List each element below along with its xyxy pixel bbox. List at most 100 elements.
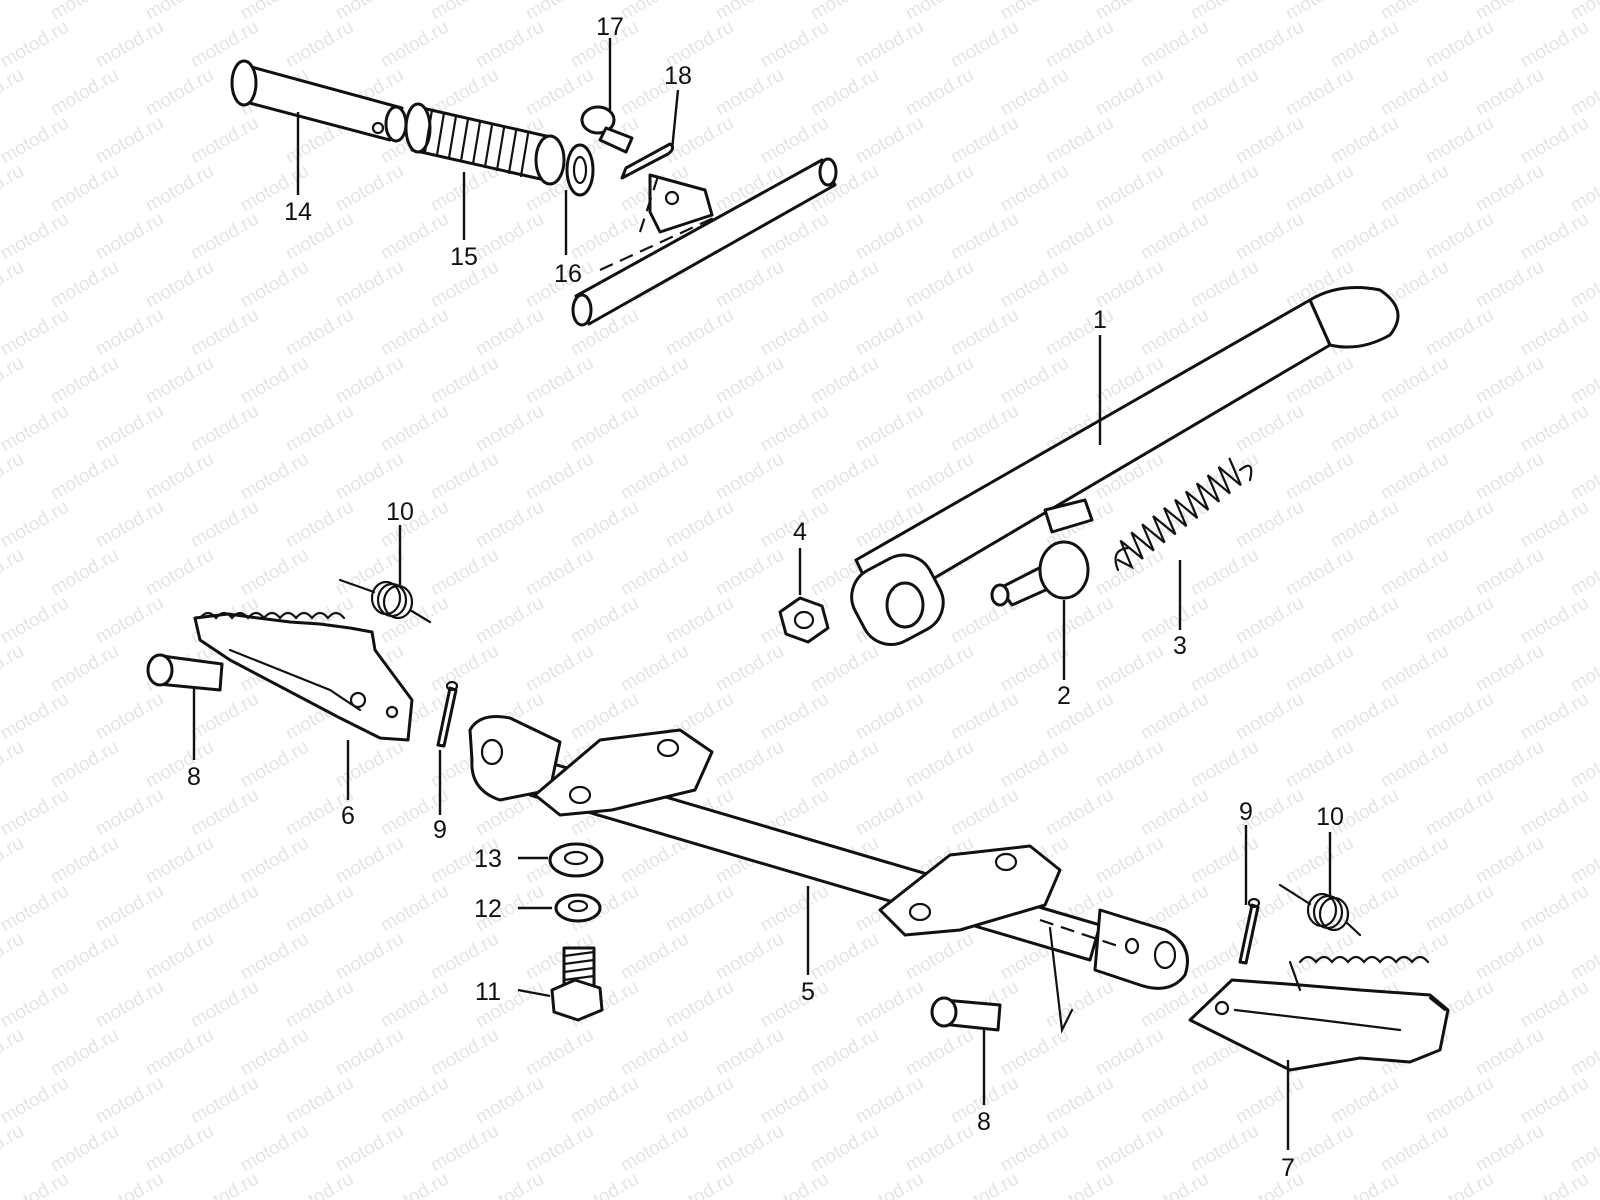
watermark-text: motod.ru	[757, 689, 832, 745]
watermark-text: motod.ru	[1567, 929, 1600, 985]
watermark-text: motod.ru	[237, 257, 312, 313]
watermark-text: motod.ru	[1567, 833, 1600, 889]
watermark-text: motod.ru	[1472, 353, 1547, 409]
watermark-text: motod.ru	[332, 929, 407, 985]
part-9-cotter-pin-left	[436, 680, 459, 748]
callout-8-left: 8	[187, 763, 201, 791]
watermark-text: motod.ru	[1422, 305, 1497, 361]
watermark-text: motod.ru	[1472, 65, 1547, 121]
callout-13: 13	[474, 845, 502, 873]
watermark-text: motod.ru	[0, 65, 27, 121]
watermark-text: motod.ru	[662, 401, 737, 457]
watermark-text: motod.ru	[617, 929, 692, 985]
watermark-text: motod.ru	[1282, 161, 1357, 217]
watermark-text: motod.ru	[0, 977, 72, 1033]
assembly-lines	[599, 169, 1119, 1034]
watermark-text: motod.ru	[902, 257, 977, 313]
watermark-text: motod.ru	[1042, 977, 1117, 1033]
part-2-pivot-bolt	[990, 540, 1090, 607]
watermark-text: motod.ru	[1567, 161, 1600, 217]
watermark-text: motod.ru	[142, 737, 217, 793]
watermark-text: motod.ru	[1472, 449, 1547, 505]
watermark-text: motod.ru	[852, 209, 927, 265]
watermark-text: motod.ru	[377, 305, 452, 361]
callout-labels: 1 2 3 4 5 6 7 8 8 9 9 10 10 11 12 13 14 …	[187, 13, 1344, 1182]
watermark-text: motod.ru	[187, 401, 262, 457]
watermark-text: motod.ru	[1282, 833, 1357, 889]
watermark-text: motod.ru	[712, 449, 787, 505]
watermark-text: motod.ru	[142, 449, 217, 505]
watermark-text: motod.ru	[1472, 257, 1547, 313]
callout-15: 15	[450, 243, 478, 271]
watermark-text: motod.ru	[807, 929, 882, 985]
part-14-pin	[230, 59, 408, 143]
watermark-text: motod.ru	[1042, 113, 1117, 169]
watermark-text: motod.ru	[0, 449, 27, 505]
watermark-text: motod.ru	[807, 257, 882, 313]
watermark-text: motod.ru	[902, 65, 977, 121]
part-12-lock-washer	[554, 893, 602, 923]
watermark-text: motod.ru	[567, 593, 642, 649]
watermark-text: motod.ru	[1232, 593, 1307, 649]
watermark-text: motod.ru	[1092, 641, 1167, 697]
watermark-text: motod.ru	[997, 1025, 1072, 1081]
watermark-text: motod.ru	[47, 257, 122, 313]
watermark-text: motod.ru	[47, 449, 122, 505]
watermark-text: motod.ru	[282, 1169, 357, 1200]
watermark-text: motod.ru	[142, 545, 217, 601]
watermark-text: motod.ru	[1187, 161, 1262, 217]
watermark-text: motod.ru	[852, 17, 927, 73]
watermark-text: motod.ru	[522, 1121, 597, 1177]
watermark-text: motod.ru	[282, 977, 357, 1033]
watermark-text: motod.ru	[1232, 209, 1307, 265]
watermark-text: motod.ru	[1517, 17, 1592, 73]
watermark-text: motod.ru	[377, 1169, 452, 1200]
watermark-text: motod.ru	[282, 401, 357, 457]
watermark-text: motod.ru	[757, 17, 832, 73]
watermark-text: motod.ru	[187, 305, 262, 361]
watermark-text: motod.ru	[0, 257, 27, 313]
watermark-text: motod.ru	[47, 353, 122, 409]
watermark-text: motod.ru	[1232, 113, 1307, 169]
part-10-torsion-spring-left	[338, 578, 432, 624]
callout-5: 5	[801, 978, 815, 1006]
watermark-text: motod.ru	[662, 305, 737, 361]
watermark-text: motod.ru	[187, 977, 262, 1033]
watermark-text: motod.ru	[712, 257, 787, 313]
watermark-text: motod.ru	[282, 17, 357, 73]
watermark-text: motod.ru	[567, 401, 642, 457]
watermark-text: motod.ru	[187, 881, 262, 937]
part-3-spring	[1114, 457, 1253, 572]
watermark-text: motod.ru	[47, 737, 122, 793]
watermark-text: motod.ru	[282, 305, 357, 361]
watermark-text: motod.ru	[1327, 593, 1402, 649]
watermark-text: motod.ru	[1282, 65, 1357, 121]
watermark-text: motod.ru	[1137, 785, 1212, 841]
watermark-text: motod.ru	[0, 545, 27, 601]
watermark-text: motod.ru	[997, 737, 1072, 793]
watermark-text: motod.ru	[1282, 545, 1357, 601]
watermark-text: motod.ru	[92, 977, 167, 1033]
part-9-cotter-pin-right	[1238, 897, 1261, 965]
watermark-text: motod.ru	[1422, 593, 1497, 649]
part-17-clevis-pin	[580, 105, 634, 154]
watermark-text: motod.ru	[1187, 257, 1262, 313]
watermark-text: motod.ru	[0, 1121, 27, 1177]
watermark-text: motod.ru	[427, 1025, 502, 1081]
watermark-text: motod.ru	[1517, 1169, 1592, 1200]
watermark-text: motod.ru	[1567, 737, 1600, 793]
watermark-text: motod.ru	[1517, 881, 1592, 937]
watermark-text: motod.ru	[0, 737, 27, 793]
watermark-text: motod.ru	[1567, 545, 1600, 601]
watermark-text: motod.ru	[427, 929, 502, 985]
watermark-text: motod.ru	[902, 353, 977, 409]
watermark-text: motod.ru	[427, 449, 502, 505]
watermark-text: motod.ru	[947, 401, 1022, 457]
watermark-text: motod.ru	[662, 1169, 737, 1200]
watermark-text: motod.ru	[0, 209, 72, 265]
watermark-text: motod.ru	[1422, 785, 1497, 841]
watermark-text: motod.ru	[947, 1169, 1022, 1200]
watermark-text: motod.ru	[617, 1025, 692, 1081]
watermark-text: motod.ru	[997, 65, 1072, 121]
watermark-text: motod.ru	[1137, 1073, 1212, 1129]
